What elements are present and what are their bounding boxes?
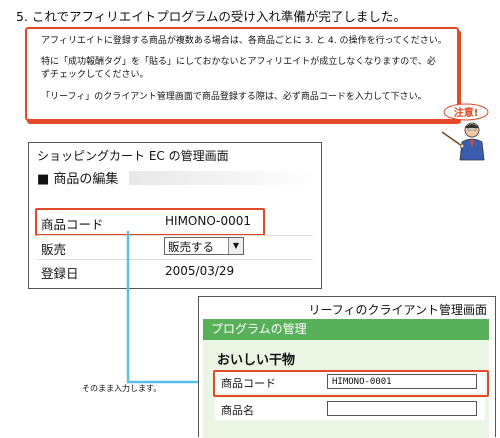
- notice-line-1: アフィリエイトに登録する商品が複数ある場合は、各商品ごとに 3. と 4. の操…: [41, 36, 447, 46]
- arrow-caption: そのまま入力します。: [82, 384, 162, 393]
- caution-label: 注意!: [454, 106, 479, 119]
- caution-mascot-icon: 注意!: [441, 103, 489, 161]
- product-title: おいしい干物: [217, 353, 296, 368]
- client-code-row: 商品コード HIMONO-0001: [215, 371, 485, 393]
- client-panel-title: リーフィのクライアント管理画面: [308, 303, 487, 317]
- client-code-label: 商品コード: [221, 377, 276, 390]
- row-divider: [37, 259, 313, 260]
- chevron-down-icon[interactable]: ▼: [228, 238, 243, 254]
- notice-line-4: 「リーフィ」のクライアント管理画面で商品登録する際は、必ず商品コードを入力して下…: [41, 92, 427, 102]
- client-name-row: 商品名: [215, 398, 485, 420]
- notice-box: アフィリエイトに登録する商品が複数ある場合は、各商品ごとに 3. と 4. の操…: [25, 27, 459, 121]
- cart-panel-title: ショッピングカート EC の管理画面: [37, 149, 229, 163]
- sale-status-select[interactable]: 販売する ▼: [164, 237, 244, 255]
- program-management-header: プログラムの管理: [203, 319, 489, 340]
- product-name-input[interactable]: [327, 401, 477, 416]
- cart-date-label: 登録日: [41, 266, 79, 281]
- client-admin-panel: リーフィのクライアント管理画面 プログラムの管理 おいしい干物 商品コード HI…: [198, 296, 496, 438]
- cart-code-label: 商品コード: [41, 217, 104, 232]
- sale-status-value: 販売する: [168, 240, 214, 254]
- product-code-input[interactable]: HIMONO-0001: [327, 374, 477, 389]
- cart-admin-panel: ショッピングカート EC の管理画面 ■ 商品の編集 商品コード HIMONO-…: [28, 142, 322, 289]
- notice-line-2: 特に「成功報酬タグ」を「貼る」にしておかないとアフィリエイトが成立しなくなります…: [41, 57, 436, 67]
- client-code-highlight: [213, 370, 489, 397]
- cart-code-value: HIMONO-0001: [165, 214, 251, 228]
- section-header-bar: [129, 171, 319, 185]
- row-divider: [37, 235, 313, 236]
- client-name-label: 商品名: [221, 404, 254, 417]
- cart-sale-label: 販売: [41, 242, 67, 257]
- notice-line-3: ずチェックしてください。: [41, 70, 149, 80]
- step-heading: 5. これでアフィリエイトプログラムの受け入れ準備が完了しました。: [16, 9, 406, 24]
- cart-date-value: 2005/03/29: [165, 264, 235, 278]
- cart-section-title: ■ 商品の編集: [37, 172, 119, 187]
